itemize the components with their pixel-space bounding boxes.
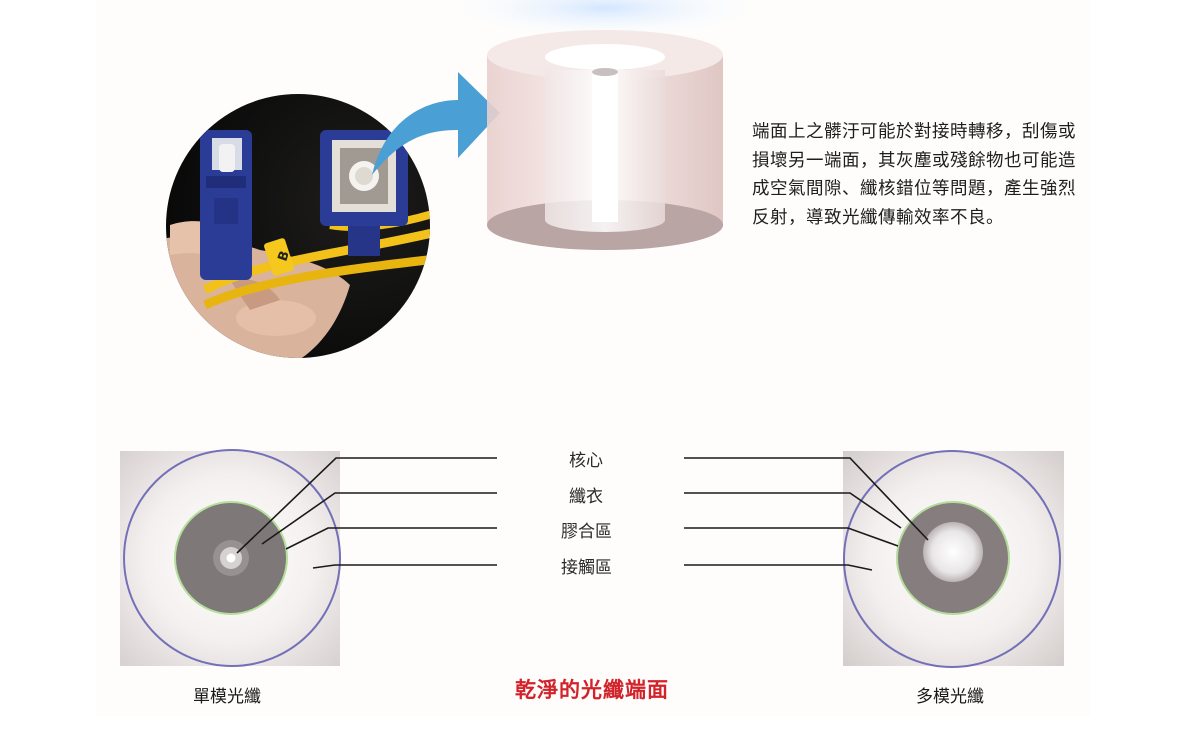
light-glow [435,0,775,40]
layer-label-core: 核心 [569,451,603,471]
layer-label-contact: 接觸區 [561,558,612,578]
layer-label-cladding: 纖衣 [569,487,603,507]
layer-label-adhesive: 膠合區 [561,522,612,542]
single-mode-endface [120,449,341,667]
curved-arrow-icon [372,72,500,175]
connector-photo [166,94,430,358]
single-mode-leader-lines [236,457,497,569]
connector-tag-label: B [276,249,293,263]
description-text: 端面上之髒汙可能於對接時轉移，刮傷或損壞另一端面，其灰塵或殘餘物也可能造成空氣間… [752,122,1076,228]
multi-mode-endface [843,450,1064,668]
multi-mode-leader-lines [684,457,929,571]
multi-mode-caption: 多模光纖 [916,687,984,707]
ferrule-cylinder [487,30,723,250]
diagram-title: 乾淨的光纖端面 [515,678,669,702]
single-mode-caption: 單模光纖 [193,687,261,707]
